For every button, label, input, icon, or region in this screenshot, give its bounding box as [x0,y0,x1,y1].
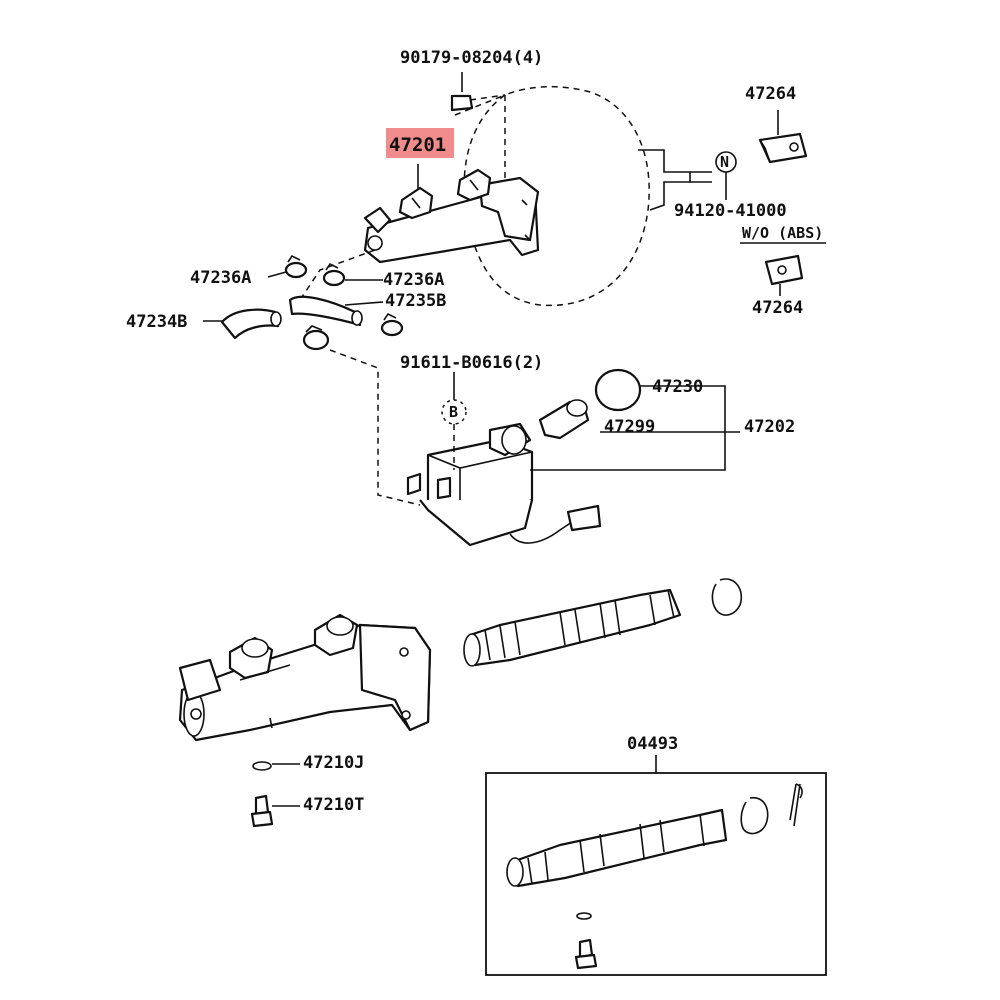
snap-ring-upper [711,578,742,616]
label-47236a-right: 47236A [383,270,444,290]
part-highlight [386,128,454,158]
label-47230: 47230 [652,377,703,397]
label-47264-upper: 47264 [745,84,796,104]
label-47236a-left: 47236A [190,268,251,288]
label-04493: 04493 [627,734,678,754]
label-47202: 47202 [744,417,795,437]
master-cylinder-upper [363,168,540,264]
label-wo-abs: W/O (ABS) [742,224,823,242]
label-47234b: 47234B [126,312,187,332]
master-cylinder-lower [178,613,432,742]
cap-47230 [594,368,642,412]
label-47235b: 47235B [385,291,446,311]
label-47299: 47299 [604,417,655,437]
bracket-47264-lower [740,242,826,296]
label-n-circle: N [720,153,729,171]
booster-nut [450,72,474,112]
leaders-reservoir [530,385,740,471]
reservoir-47202 [406,422,602,547]
label-47201[interactable]: 47201 [389,134,446,156]
b-circle [441,372,467,470]
hose-47234b [220,308,282,340]
label-90179-08204: 90179-08204(4) [400,48,543,68]
kit-box-04493 [485,755,827,976]
leaders-plug [272,763,300,807]
label-94120-41000: 94120-41000 [674,201,787,221]
hose-47235b [288,295,363,327]
plug-47210t [250,794,274,828]
label-47210j: 47210J [303,753,364,773]
strainer-47299 [538,399,590,440]
bracket-47264-upper [758,110,808,164]
label-b-circle: B [449,403,458,421]
piston-assembly-upper [463,588,682,667]
leaders-clamps [203,271,384,322]
label-47210t: 47210T [303,795,364,815]
hose-clamps [284,254,404,351]
washer-47210j [252,761,272,771]
label-91611-b0616: 91611-B0616(2) [400,353,543,373]
brake-booster [454,85,712,307]
label-47264-lower: 47264 [752,298,803,318]
nut-circle-n [715,151,737,200]
